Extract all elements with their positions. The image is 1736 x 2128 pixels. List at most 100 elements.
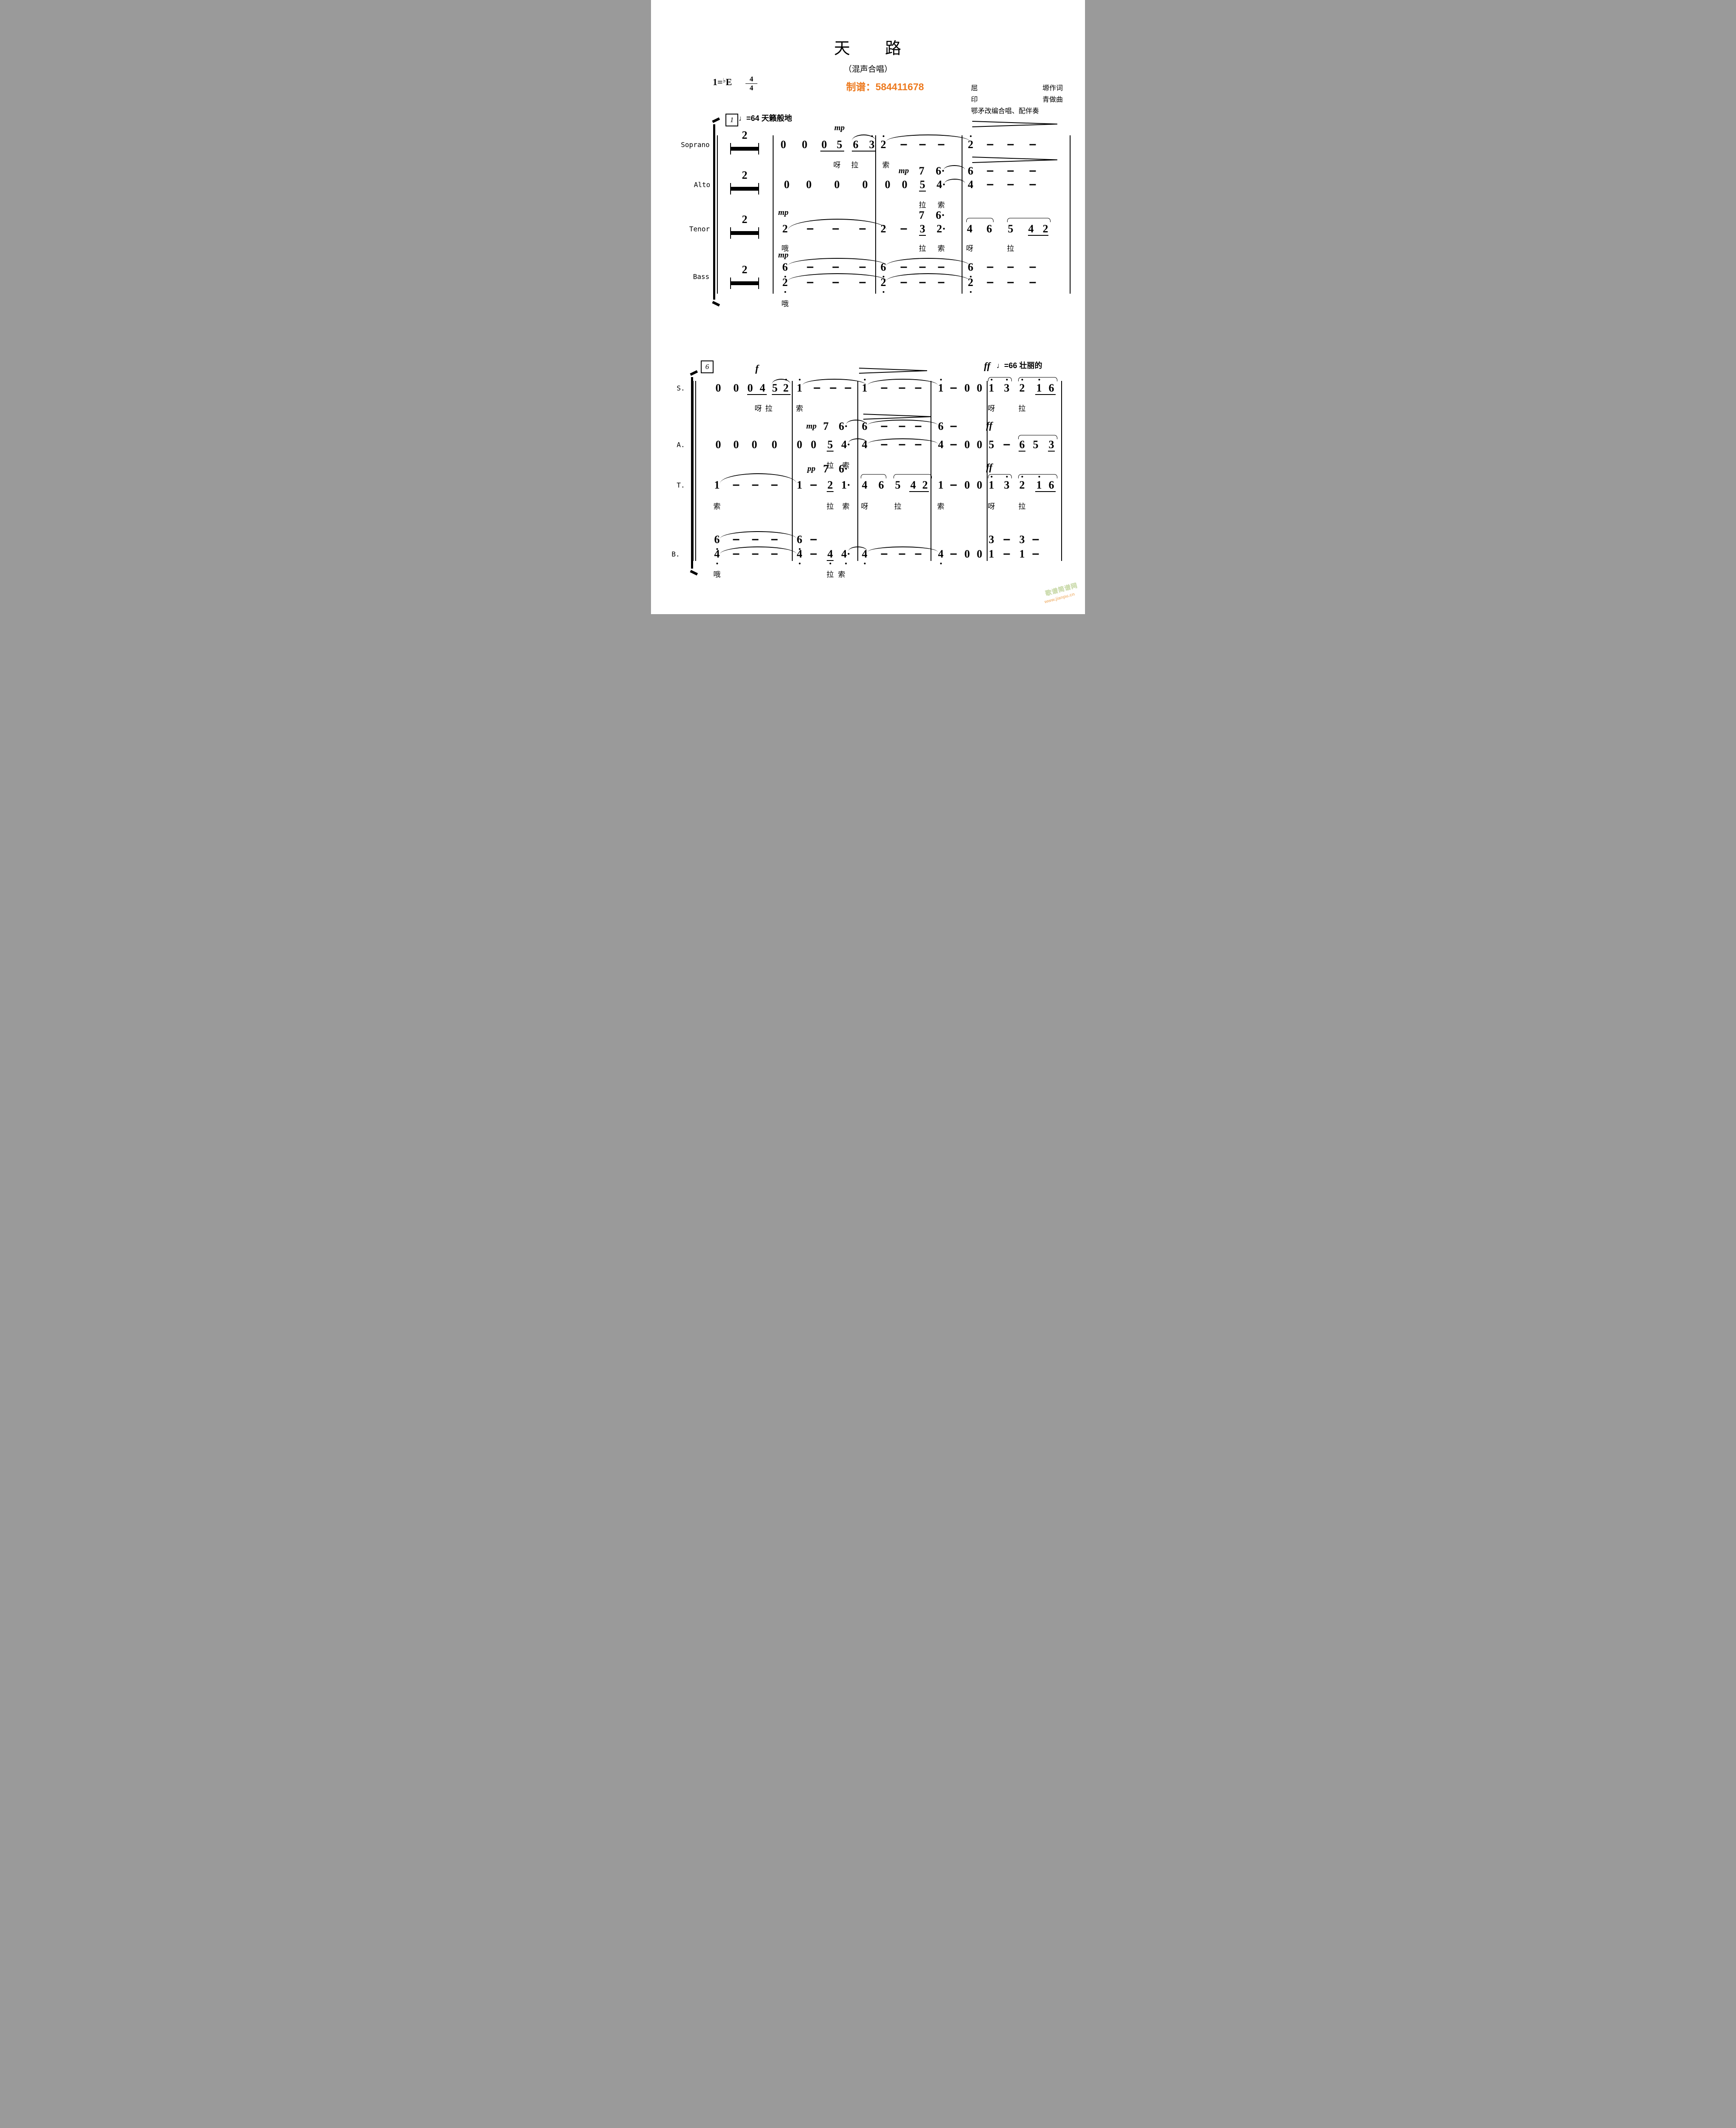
note-value: 5 (988, 438, 994, 451)
lyric: 拉 (919, 201, 926, 209)
beam-underline (1035, 491, 1056, 492)
octave-dot-above-icon (799, 379, 800, 380)
note: 2 (881, 135, 886, 150)
note: 3 (989, 534, 994, 545)
note: 6 (797, 534, 802, 550)
note: 1 (714, 480, 720, 491)
tie-bracket-icon (988, 474, 1012, 478)
note: 4 (967, 223, 973, 235)
voice-label: Bass (693, 272, 710, 281)
duration-dash (810, 484, 817, 486)
note: 0 (834, 179, 840, 190)
octave-dot-below-icon (716, 563, 718, 564)
note-value: 1 (938, 479, 944, 491)
note-value: 3 (1048, 438, 1054, 451)
octave-dot-above-icon (991, 476, 992, 478)
rest-bar-icon (731, 281, 758, 285)
duration-dash (1003, 553, 1010, 555)
tie-bracket-icon (861, 474, 886, 478)
duration-dash (814, 387, 820, 389)
note: 5 (772, 383, 778, 394)
note-value: 4 (1028, 223, 1034, 235)
duration-dash (1007, 170, 1014, 172)
note: 6 (879, 480, 884, 491)
note-value: 1 (988, 382, 994, 394)
note-value: 0 (834, 178, 840, 191)
note: 6 (987, 223, 992, 235)
note-value: 0 (811, 438, 817, 451)
note-value: 2 (880, 223, 886, 235)
lyric: 拉 (894, 502, 902, 511)
note: 5 (1008, 223, 1014, 235)
beam-underline (1035, 394, 1056, 395)
note-value: 2· (937, 223, 946, 235)
octave-dot-below-icon (784, 291, 786, 293)
note-value: 3 (919, 223, 925, 235)
arranger-line: 鄂矛改编合唱、配伴奏 (971, 108, 1039, 115)
duration-dash (810, 539, 817, 541)
duration-dash (1029, 144, 1036, 146)
duration-dash (881, 444, 888, 446)
note-value: 0 (733, 382, 739, 394)
note: 4· (937, 179, 946, 190)
duration-dash (915, 426, 922, 427)
note-value: 0 (715, 382, 721, 394)
octave-dot-above-icon (1038, 476, 1040, 478)
note-value: 0 (964, 479, 970, 491)
lyric: 拉 (765, 404, 773, 413)
note-value: 1 (938, 382, 944, 394)
octave-dot-below-icon (864, 563, 865, 564)
duration-dash (771, 484, 778, 486)
double-barline (717, 135, 718, 294)
double-barline (695, 381, 696, 561)
tie-bracket-icon (966, 218, 994, 222)
note-value: 4 (938, 548, 944, 560)
note-value: 6 (1048, 479, 1054, 491)
slur-icon (868, 438, 938, 444)
dynamic-mark: mp (778, 208, 789, 217)
note-value: 0 (715, 438, 721, 451)
lyric: 拉 (1007, 244, 1014, 253)
slur-icon (802, 379, 866, 385)
barline (875, 135, 876, 294)
duration-dash (1007, 184, 1014, 186)
note: 2 (1019, 379, 1025, 394)
slur-icon (788, 219, 887, 230)
note-value: 4 (797, 548, 802, 560)
note-value: 1 (1019, 548, 1025, 560)
lyric: 拉 (851, 161, 859, 169)
duration-dash (919, 266, 926, 268)
note-value: 6 (1019, 438, 1025, 451)
note: 0 (797, 439, 802, 450)
duration-dash (899, 387, 905, 389)
note-value: 7 (823, 420, 829, 432)
note: 0 (811, 439, 817, 450)
note-value: 6 (1048, 382, 1054, 394)
note-value: 2 (827, 479, 833, 491)
note: 6· (936, 210, 945, 221)
note-value: 4 (827, 548, 833, 560)
octave-dot-above-icon (882, 135, 884, 137)
duration-dash (771, 553, 778, 555)
octave-dot-below-icon (882, 276, 884, 277)
note-value: 6 (782, 261, 788, 273)
duration-dash (915, 553, 922, 555)
duration-dash (938, 144, 945, 146)
beam-underline (1048, 451, 1055, 452)
duration-dash (832, 266, 839, 268)
rest-measure-count: 2 (742, 213, 748, 226)
lyricist-line: 屈 塬作词 (971, 83, 1063, 94)
lyric: 哦 (713, 570, 721, 579)
barline (987, 381, 988, 561)
note: 0 (977, 480, 982, 491)
note-value: 0 (902, 178, 908, 191)
duration-dash (1029, 266, 1036, 268)
note: 6 (714, 534, 720, 550)
duration-dash (881, 426, 888, 427)
note-value: 2 (968, 276, 974, 289)
key-letter: E (725, 77, 732, 87)
dynamic-mark: ff (986, 462, 993, 472)
note-value: 0 (862, 178, 868, 191)
tie-bracket-icon (988, 377, 1012, 381)
lyric: 拉 (826, 461, 834, 470)
